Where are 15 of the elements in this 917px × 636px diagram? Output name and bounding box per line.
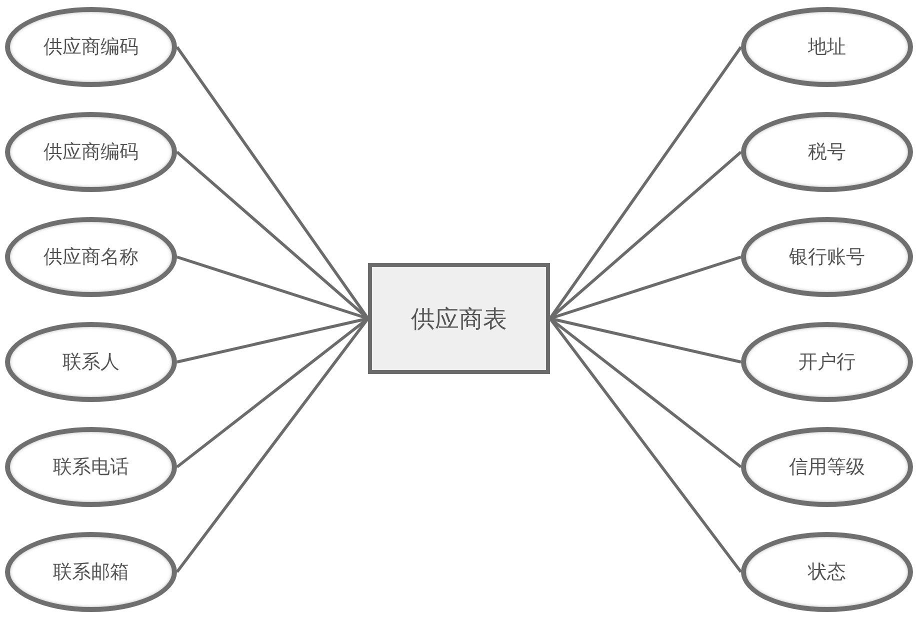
attribute-name: 信用等级 xyxy=(789,454,865,480)
attribute-name: 开户行 xyxy=(798,350,856,375)
entity-name: 供应商表 xyxy=(411,304,507,334)
attribute-name: 供应商编码 xyxy=(44,140,138,165)
attribute-name: 状态 xyxy=(808,560,846,585)
attribute-name: 税号 xyxy=(808,140,846,165)
attribute-name: 供应商编码 xyxy=(44,34,138,60)
connector-line xyxy=(176,318,370,573)
attribute-name: 银行账号 xyxy=(789,244,865,270)
attribute-name: 联系人 xyxy=(62,350,120,375)
attribute-name: 联系电话 xyxy=(53,454,129,480)
entity-box xyxy=(368,263,550,374)
attribute-name: 供应商名称 xyxy=(44,244,138,270)
attribute-name: 地址 xyxy=(808,34,846,60)
attribute-name: 联系邮箱 xyxy=(53,560,129,585)
